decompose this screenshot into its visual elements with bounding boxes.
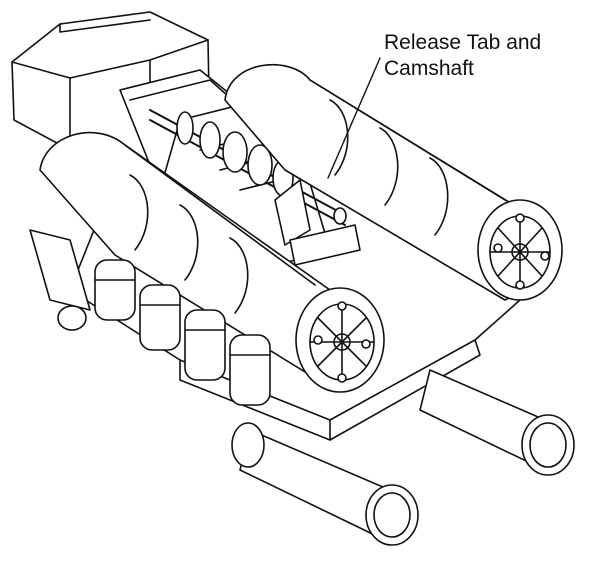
release-tab — [274, 179, 361, 266]
front-cylinder — [39, 131, 385, 393]
valve-stack — [94, 259, 271, 406]
callout-line-2: Camshaft — [384, 57, 474, 80]
back-cylinder — [224, 63, 563, 301]
outlet-tube-right — [419, 369, 575, 476]
side-port — [29, 229, 91, 331]
callout-label: Release Tab and Camshaft — [384, 30, 541, 82]
camshaft — [149, 109, 347, 226]
outlet-tube-left — [231, 422, 419, 546]
callout-line-1: Release Tab and — [384, 31, 542, 54]
callout-leader-line — [327, 57, 381, 179]
